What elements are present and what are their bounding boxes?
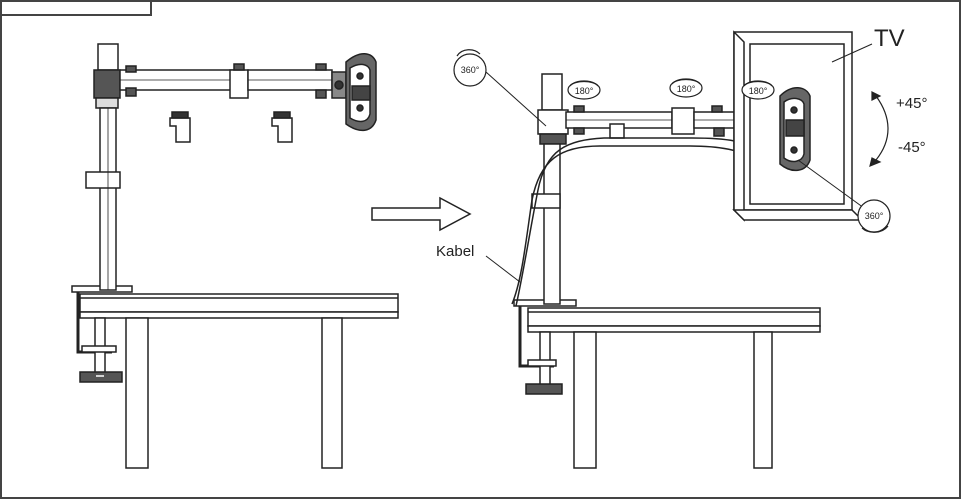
svg-text:180°: 180° [749,86,768,96]
left-assembly [71,43,399,469]
leader-lines [485,43,873,283]
right-desk [527,307,821,469]
left-pole [85,43,121,291]
corner-tab [0,0,152,16]
rotation-badge-vesa: 360° [857,199,891,233]
right-vesa-plate [779,87,811,172]
svg-text:360°: 360° [865,211,884,221]
rotation-badge-joint-2: 180° [669,78,703,98]
cable [511,137,769,307]
rotation-badge-pole: 360° [453,49,487,87]
rotate-arrow-icon [671,78,701,85]
left-cable-clips [169,111,293,143]
left-desk [79,293,399,469]
left-arm [119,63,347,99]
svg-text:180°: 180° [575,86,594,96]
left-vesa-plate [345,53,377,132]
tv-label: TV [874,25,905,52]
rotate-arrow-icon [743,80,773,87]
tilt-arc-icon [869,91,889,167]
right-pole [531,73,569,305]
tilt-down-label: -45° [898,139,926,156]
rotation-badge-joint-3: 180° [741,80,775,100]
tilt-up-label: +45° [896,95,927,112]
rotate-arrow-icon [569,80,599,87]
rotate-arrow-icon [456,49,481,57]
arrow-right-icon [371,196,472,232]
svg-text:360°: 360° [461,65,480,75]
svg-text:180°: 180° [677,84,696,94]
rotate-arrow-icon [861,225,889,233]
rotation-badge-joint-1: 180° [567,80,601,100]
cable-label: Kabel [436,243,474,260]
right-assembly [511,30,864,469]
